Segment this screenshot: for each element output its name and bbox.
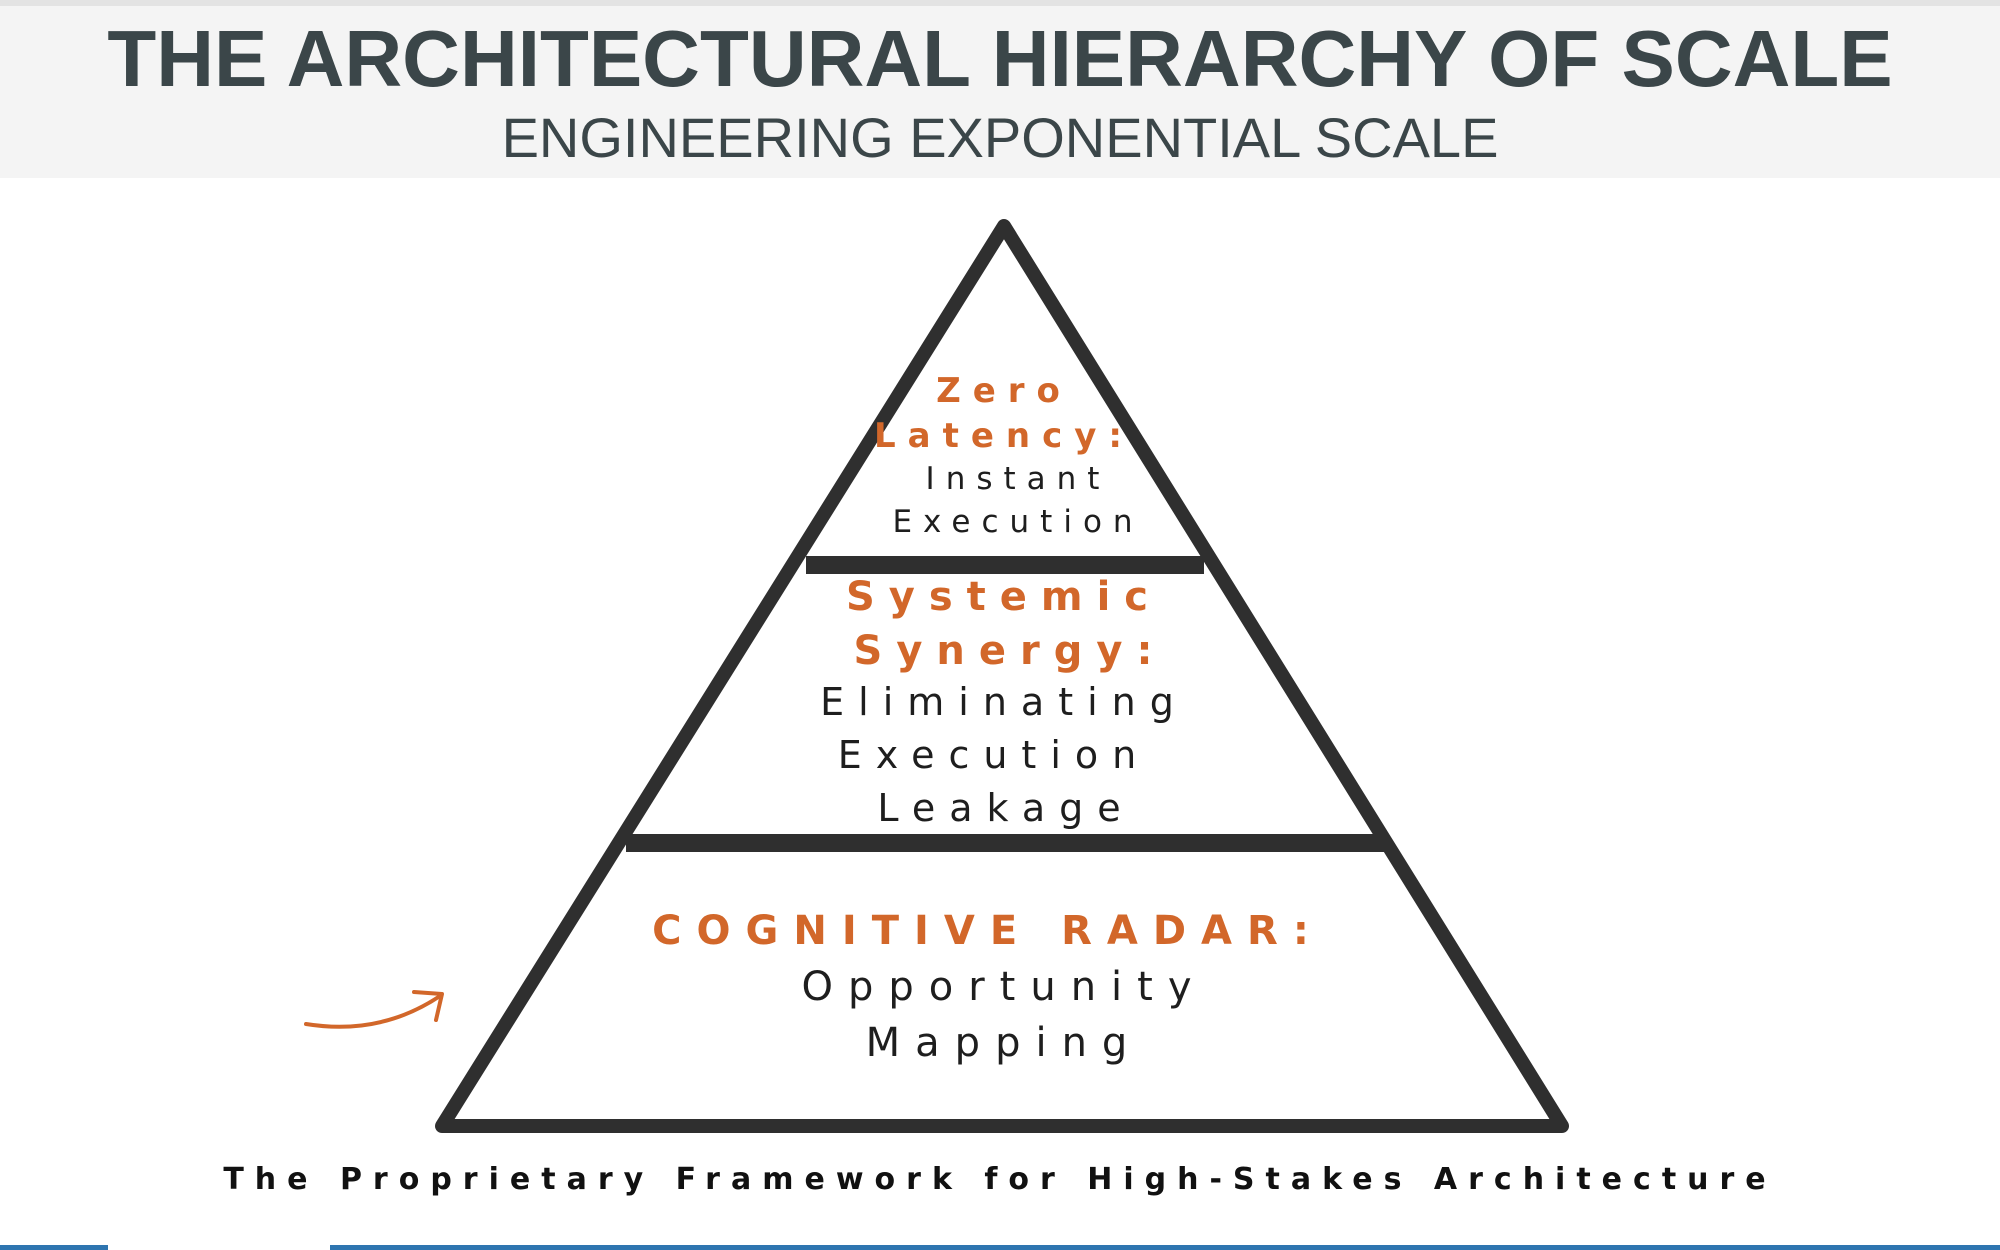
tier-top: Zero Latency: Instant Execution: [874, 371, 1143, 540]
bottom-accent-bar: [0, 1245, 2000, 1250]
bottom-bar-gap: [108, 1245, 330, 1250]
top-strip: [0, 0, 2000, 6]
tier-bottom-desc-1: Opportunity: [801, 964, 1206, 1010]
tier-bottom-label: COGNITIVE RADAR:: [652, 908, 1324, 954]
tier-middle-desc-2: Execution: [838, 733, 1150, 777]
page-subtitle: ENGINEERING EXPONENTIAL SCALE: [501, 106, 1499, 169]
tier-top-label-2: Latency:: [874, 416, 1134, 456]
tier-top-desc-1: Instant: [926, 461, 1111, 497]
page-title: THE ARCHITECTURAL HIERARCHY OF SCALE: [107, 14, 1893, 103]
tier-divider-upper: [806, 556, 1204, 574]
tier-middle-label-2: Synergy:: [854, 628, 1167, 674]
tier-top-desc-2: Execution: [892, 504, 1143, 540]
tier-bottom: COGNITIVE RADAR: Opportunity Mapping: [652, 908, 1324, 1066]
tier-top-label-1: Zero: [936, 371, 1072, 411]
tier-middle-desc-1: Eliminating: [820, 680, 1188, 724]
tier-middle-label-1: Systemic: [846, 574, 1162, 620]
tier-middle: Systemic Synergy: Eliminating Execution …: [820, 574, 1188, 830]
tier-divider-lower: [626, 834, 1384, 852]
curved-arrow-icon: [304, 990, 444, 1029]
footer-tagline: The Proprietary Framework for High-Stake…: [223, 1162, 1777, 1197]
pyramid-outline: [435, 219, 1569, 1133]
header-band: THE ARCHITECTURAL HIERARCHY OF SCALE ENG…: [0, 6, 2000, 178]
tier-bottom-desc-2: Mapping: [866, 1020, 1143, 1066]
tier-middle-desc-3: Leakage: [877, 786, 1134, 830]
